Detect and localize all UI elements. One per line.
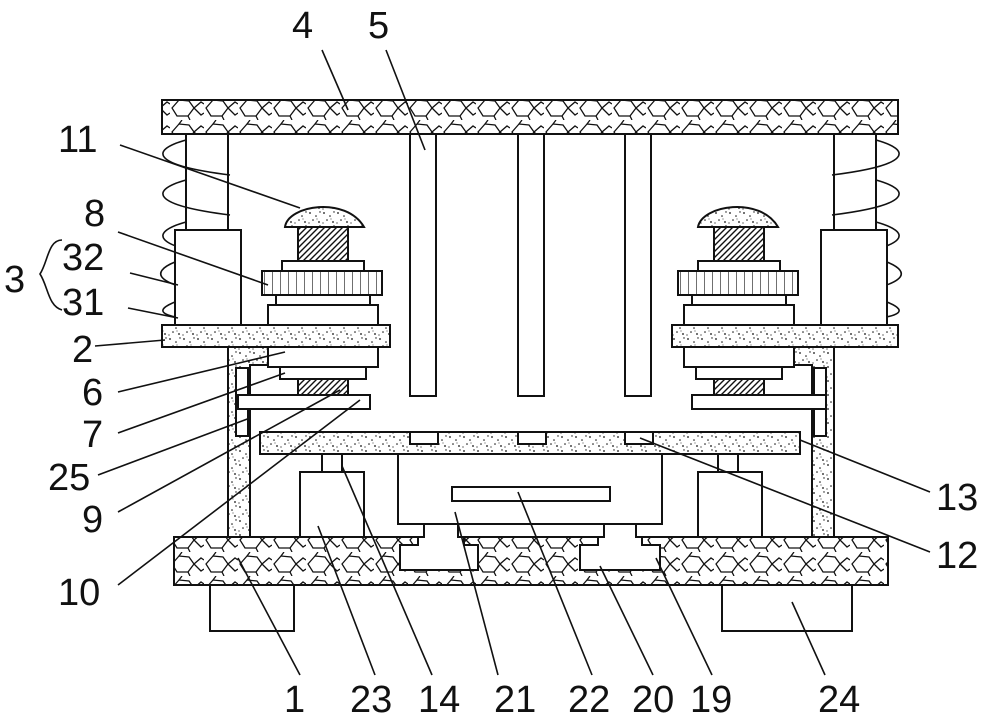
left-spring (159, 139, 241, 323)
label-9: 9 (82, 499, 103, 541)
left-piston-rod (321, 453, 343, 473)
right-cap (696, 205, 780, 228)
left-cylinder (299, 471, 365, 538)
left-foot (209, 584, 295, 632)
right-sleeve (820, 229, 888, 326)
right-lower-plate (691, 394, 827, 410)
left-slide-block (399, 523, 479, 571)
label-3: 3 (4, 259, 25, 301)
left-sleeve (174, 229, 242, 326)
label-12: 12 (936, 535, 978, 577)
label-6: 6 (82, 372, 103, 414)
label-23: 23 (350, 679, 392, 721)
left-support-plate (161, 324, 391, 348)
label-19: 19 (690, 679, 732, 721)
left-screw-assembly (261, 205, 383, 396)
top-plate (161, 99, 899, 135)
right-gear (677, 270, 799, 296)
base-plate (173, 536, 889, 586)
right-foot (721, 584, 853, 632)
label-24: 24 (818, 679, 860, 721)
right-slide-block (579, 523, 661, 571)
label-1: 1 (284, 679, 305, 721)
right-spring (821, 139, 903, 323)
label-20: 20 (632, 679, 674, 721)
left-cap (283, 205, 366, 228)
groove-middle (517, 431, 547, 445)
right-post (833, 133, 877, 231)
label-8: 8 (84, 193, 105, 235)
left-post (185, 133, 229, 231)
right-support-plate (671, 324, 899, 348)
label-5: 5 (368, 5, 389, 47)
label-14: 14 (418, 679, 460, 721)
label-4: 4 (292, 5, 313, 47)
label-25: 25 (48, 457, 90, 499)
label-2: 2 (72, 329, 93, 371)
vertical-bar-left (409, 133, 437, 397)
label-31: 31 (62, 282, 104, 324)
label-21: 21 (494, 679, 536, 721)
label-11: 11 (58, 119, 97, 161)
groove-left (409, 431, 439, 445)
label-7: 7 (82, 414, 103, 456)
vertical-bar-middle (517, 133, 545, 397)
right-screw-assembly (677, 205, 799, 396)
vertical-bar-right (624, 133, 652, 397)
label-13: 13 (936, 477, 978, 519)
leader-lines (39, 49, 931, 676)
center-slot (451, 486, 611, 502)
left-gear (261, 270, 383, 296)
label-32: 32 (62, 237, 104, 279)
label-10: 10 (58, 572, 100, 614)
label-22: 22 (568, 679, 610, 721)
